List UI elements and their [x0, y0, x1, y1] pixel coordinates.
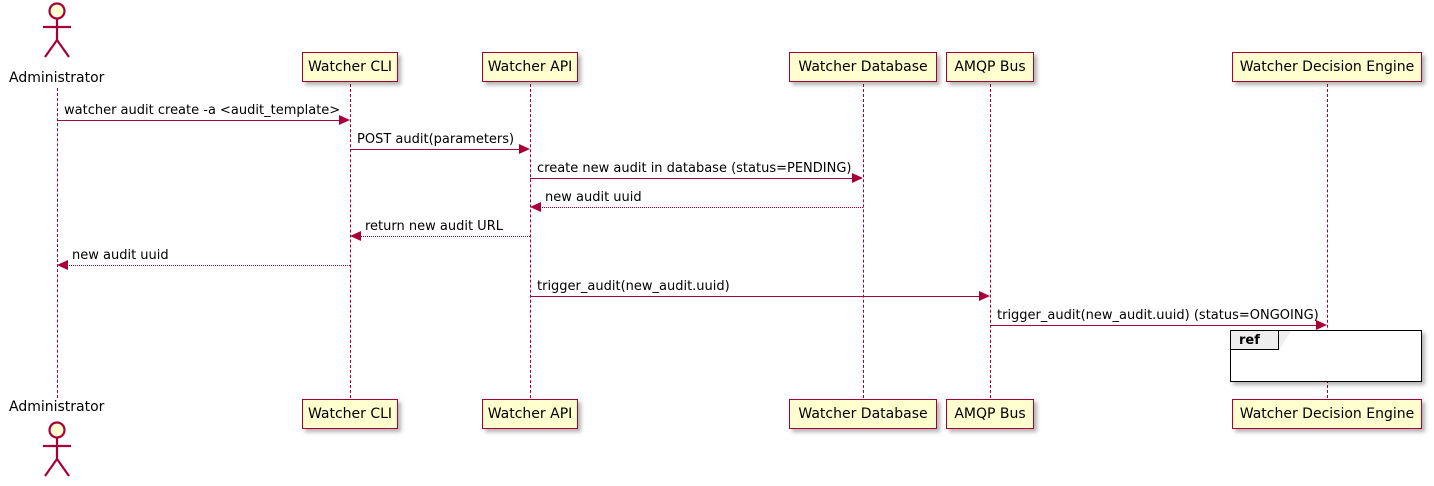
- message-line-2: [350, 149, 525, 150]
- lifeline-administrator: [57, 88, 58, 398]
- participant-box-watcher-api-bottom[interactable]: Watcher API: [482, 399, 578, 429]
- message-arrowhead-5: [350, 231, 361, 241]
- lifeline-watcher-cli: [350, 84, 351, 398]
- message-line-5: [358, 236, 530, 237]
- lifeline-amqp-bus: [990, 84, 991, 398]
- participant-label-administrator-top: Administrator: [9, 70, 105, 86]
- message-label-1: watcher audit create -a <audit_template>: [64, 103, 341, 118]
- message-line-4: [538, 207, 863, 208]
- message-label-8: trigger_audit(new_audit.uuid) (status=ON…: [997, 308, 1319, 323]
- participant-label-administrator-bottom: Administrator: [9, 399, 105, 415]
- message-label-2: POST audit(parameters): [357, 132, 515, 147]
- message-arrowhead-6: [57, 260, 68, 270]
- message-arrowhead-7: [979, 291, 990, 301]
- participant-label-watcher-decision-engine-bottom: Watcher Decision Engine: [1239, 406, 1415, 422]
- participant-label-watcher-database-top: Watcher Database: [798, 59, 928, 75]
- message-line-6: [65, 265, 350, 266]
- lifeline-watcher-database: [863, 84, 864, 398]
- message-label-4: new audit uuid: [545, 190, 642, 205]
- participant-box-amqp-bus-bottom[interactable]: AMQP Bus: [946, 399, 1034, 429]
- ref-fragment: ref: [1230, 330, 1422, 382]
- ref-fragment-tab-label: ref: [1239, 332, 1260, 348]
- message-arrowhead-8: [1316, 320, 1327, 330]
- message-line-7: [530, 296, 985, 297]
- participant-box-watcher-cli-top[interactable]: Watcher CLI: [302, 52, 398, 82]
- message-arrowhead-3: [852, 173, 863, 183]
- message-arrowhead-1: [339, 115, 350, 125]
- participant-label-amqp-bus-bottom: AMQP Bus: [954, 406, 1026, 422]
- message-arrowhead-4: [530, 202, 541, 212]
- participant-label-watcher-cli-bottom: Watcher CLI: [307, 406, 393, 422]
- participant-box-watcher-decision-engine-top[interactable]: Watcher Decision Engine: [1232, 52, 1422, 82]
- message-label-3: create new audit in database (status=PEN…: [537, 161, 852, 176]
- participant-box-watcher-cli-bottom[interactable]: Watcher CLI: [302, 399, 398, 429]
- message-label-6: new audit uuid: [72, 248, 169, 263]
- participant-label-watcher-decision-engine-top: Watcher Decision Engine: [1239, 59, 1415, 75]
- actor-figure-administrator-bottom: [43, 421, 71, 477]
- participant-box-watcher-api-top[interactable]: Watcher API: [482, 52, 578, 82]
- participant-label-watcher-cli-top: Watcher CLI: [307, 59, 393, 75]
- message-line-3: [530, 178, 858, 179]
- participant-label-watcher-database-bottom: Watcher Database: [798, 406, 928, 422]
- message-line-8: [990, 325, 1322, 326]
- ref-fragment-tab-corner: [1279, 331, 1291, 350]
- message-line-1: [57, 120, 345, 121]
- message-label-7: trigger_audit(new_audit.uuid): [537, 279, 730, 294]
- actor-figure-administrator-top: [43, 2, 71, 58]
- participant-box-watcher-database-top[interactable]: Watcher Database: [789, 52, 937, 82]
- participant-label-amqp-bus-top: AMQP Bus: [954, 59, 1026, 75]
- participant-box-amqp-bus-top[interactable]: AMQP Bus: [946, 52, 1034, 82]
- message-label-5: return new audit URL: [365, 219, 503, 234]
- participant-box-watcher-database-bottom[interactable]: Watcher Database: [789, 399, 937, 429]
- participant-label-watcher-api-bottom: Watcher API: [487, 406, 573, 422]
- participant-box-watcher-decision-engine-bottom[interactable]: Watcher Decision Engine: [1232, 399, 1422, 429]
- participant-label-watcher-api-top: Watcher API: [487, 59, 573, 75]
- ref-fragment-tab: ref: [1231, 331, 1279, 350]
- lifeline-watcher-decision-engine: [1327, 84, 1328, 398]
- message-arrowhead-2: [519, 144, 530, 154]
- lifeline-watcher-api: [530, 84, 531, 398]
